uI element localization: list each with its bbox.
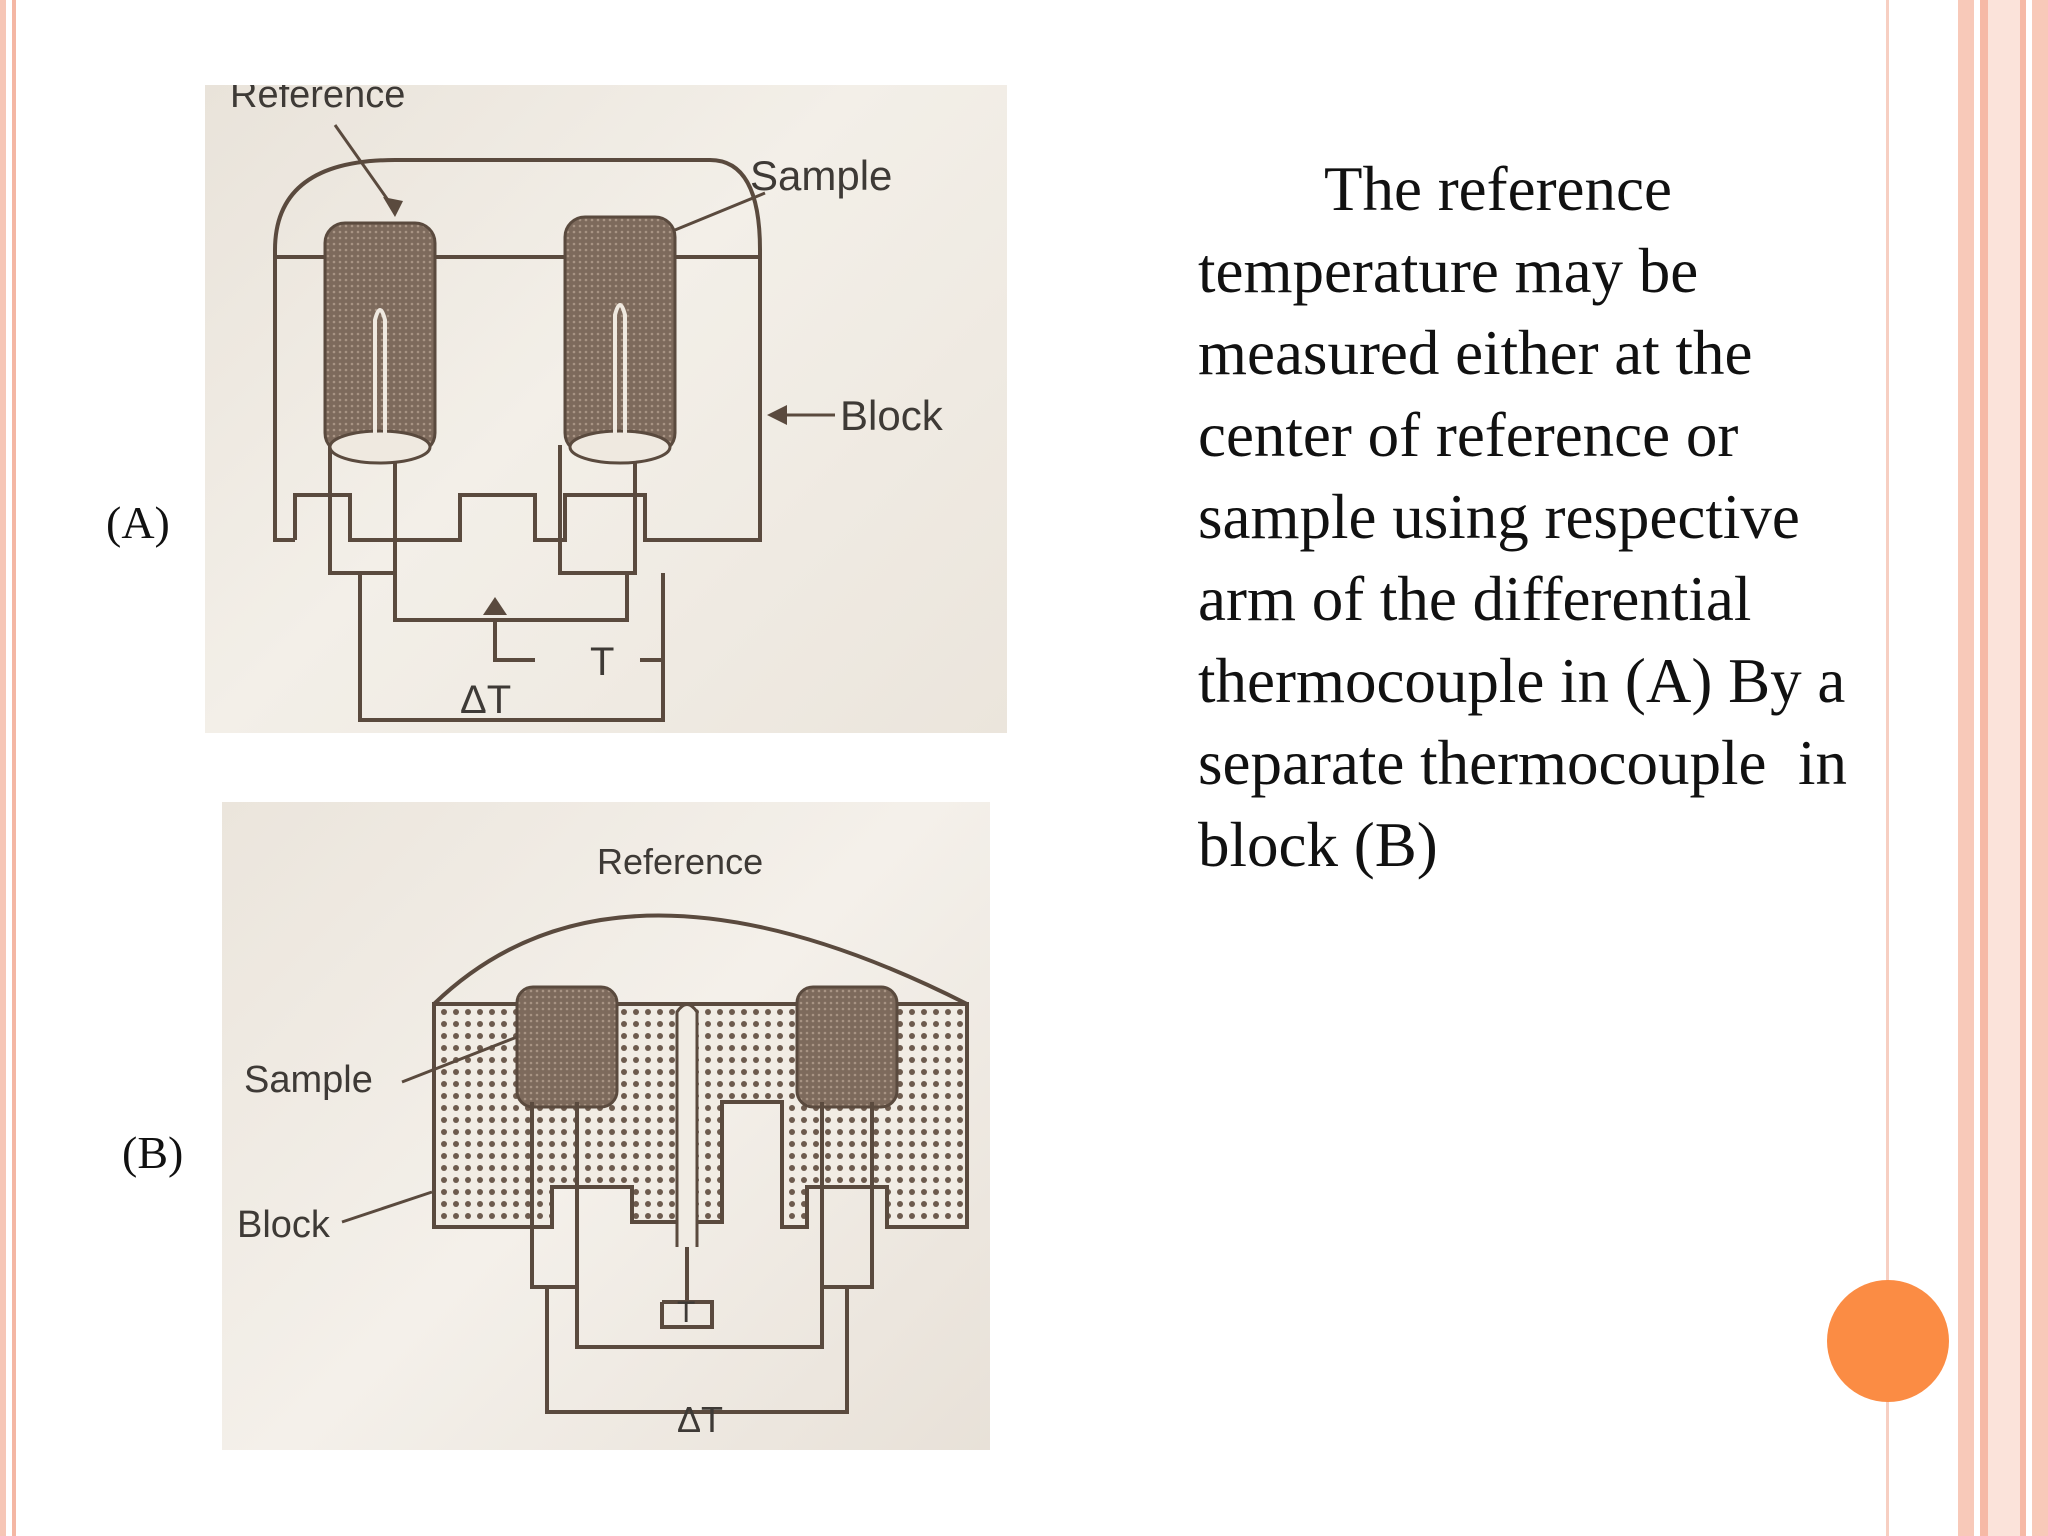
- panel-label-b: (B): [122, 1127, 184, 1178]
- label-sample: Sample: [244, 1059, 373, 1101]
- sample-cup: [515, 985, 619, 1109]
- diagram-b: Reference Sample Block T ΔT: [237, 841, 969, 1440]
- label-delta-t: ΔT: [677, 1399, 723, 1440]
- sample-cup: [563, 215, 677, 455]
- wire-delta-t: [545, 1287, 849, 1414]
- orange-circle-decoration: [1827, 1280, 1949, 1402]
- slide-frame-right: [1958, 0, 2048, 1536]
- slide-description: The reference temperature may be measure…: [1198, 154, 1877, 880]
- wire-t: [393, 573, 629, 622]
- label-block: Block: [237, 1204, 331, 1246]
- reference-cup: [795, 985, 899, 1109]
- label-t: T: [677, 1296, 695, 1329]
- label-sample: Sample: [750, 152, 892, 199]
- label-block: Block: [840, 392, 944, 439]
- panel-label-a: (A): [106, 497, 170, 548]
- slide-frame-inner-line: [1886, 0, 1889, 1536]
- label-reference: Reference: [230, 85, 405, 116]
- diagram-b-photo: Reference Sample Block T ΔT: [222, 802, 990, 1450]
- diagram-a: Reference Sample Block T ΔT: [230, 85, 944, 722]
- block-base: [293, 493, 740, 542]
- diagram-a-photo: Reference Sample Block T ΔT: [205, 85, 1007, 733]
- block-outline: [273, 158, 762, 542]
- block-dome: [432, 913, 968, 1006]
- reference-cup: [323, 221, 437, 455]
- slide-frame-left: [0, 0, 22, 1536]
- label-reference: Reference: [597, 841, 763, 882]
- t-arrow: [493, 620, 535, 662]
- wire-delta-t: [358, 573, 665, 722]
- label-delta-t: ΔT: [460, 678, 511, 722]
- label-t: T: [590, 640, 614, 684]
